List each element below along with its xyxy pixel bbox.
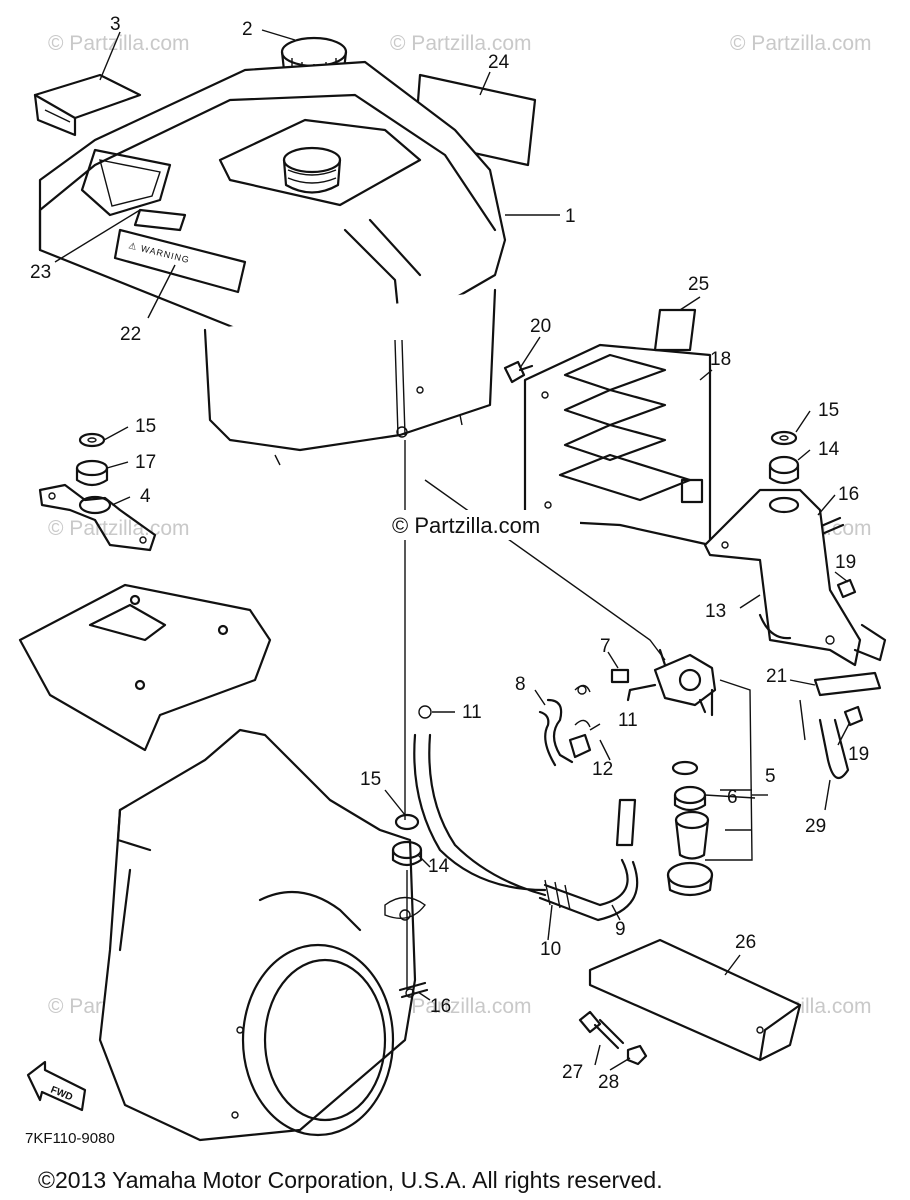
watermark-top-center: © Partzilla.com (390, 32, 532, 55)
callout-14-right[interactable]: 14 (818, 439, 840, 460)
callout-15-left[interactable]: 15 (135, 416, 156, 437)
callout-10[interactable]: 10 (540, 939, 561, 960)
watermark-top-right: © Partzilla.com (730, 32, 872, 55)
callout-22[interactable]: 22 (120, 324, 141, 345)
part-9-hose[interactable] (538, 798, 639, 922)
callout-29[interactable]: 29 (805, 816, 826, 837)
watermark-bottom-center: © Partzilla.com (390, 995, 532, 1018)
callout-28[interactable]: 28 (598, 1072, 619, 1093)
part-17-damper[interactable] (75, 459, 109, 487)
callout-1[interactable]: 1 (565, 206, 576, 227)
callout-8[interactable]: 8 (515, 674, 526, 695)
part-5-fuel-cock[interactable] (424, 479, 753, 861)
part-10-hose[interactable] (413, 733, 571, 911)
part-11-clamp-a[interactable] (574, 684, 591, 695)
callout-27[interactable]: 27 (562, 1062, 583, 1083)
watermark-top-left: © Partzilla.com (48, 32, 190, 55)
part-19-bolt-lower[interactable] (843, 705, 864, 727)
part-3-cover-plate[interactable] (33, 73, 142, 137)
callout-12[interactable]: 12 (592, 759, 613, 780)
callout-25[interactable]: 25 (688, 274, 709, 295)
callout-15-center[interactable]: 15 (360, 769, 381, 790)
callout-19-upper[interactable]: 19 (835, 552, 856, 573)
center-watermark: © Partzilla.com (392, 513, 540, 538)
part-7-screw[interactable] (610, 668, 630, 684)
part-13-bracket[interactable] (703, 488, 887, 667)
callout-7[interactable]: 7 (600, 636, 611, 657)
callout-9[interactable]: 9 (615, 919, 626, 940)
diagram-code: 7KF110-9080 (25, 1130, 115, 1147)
callout-3[interactable]: 3 (110, 14, 121, 35)
part-20-bolt[interactable] (503, 360, 534, 384)
callout-16-right[interactable]: 16 (838, 484, 859, 505)
part-15-washer-left[interactable] (78, 432, 106, 448)
copyright-notice: ©2013 Yamaha Motor Corporation, U.S.A. A… (38, 1167, 663, 1193)
part-12-clamp[interactable] (574, 719, 591, 728)
callout-5[interactable]: 5 (765, 766, 776, 787)
watermark-mid-left: © Partzilla.com (48, 517, 190, 540)
part-14-damper-right[interactable] (768, 455, 800, 485)
callout-11-right[interactable]: 11 (618, 710, 638, 731)
callout-17[interactable]: 17 (135, 452, 156, 473)
callout-4[interactable]: 4 (140, 486, 151, 507)
part-25-label[interactable] (653, 308, 697, 352)
part-16-pin-lower[interactable] (398, 981, 429, 999)
callout-15-right[interactable]: 15 (818, 400, 839, 421)
callout-14-center[interactable]: 14 (428, 856, 450, 877)
part-8-hose[interactable] (538, 698, 592, 767)
part-6-filter[interactable] (666, 760, 714, 897)
center-watermark-bg (385, 510, 580, 540)
mount-centerline (404, 440, 408, 990)
callout-20[interactable]: 20 (530, 316, 551, 337)
callout-2[interactable]: 2 (242, 19, 253, 40)
callout-26[interactable]: 26 (735, 932, 756, 953)
callout-23[interactable]: 23 (30, 262, 51, 283)
part-11-clamp-b[interactable] (418, 705, 432, 719)
leader-lines (54, 29, 851, 1071)
air-shroud-upper[interactable] (18, 583, 272, 752)
callout-19-lower[interactable]: 19 (848, 744, 869, 765)
callout-13[interactable]: 13 (705, 601, 726, 622)
fwd-arrow-icon: FWD (26, 1060, 87, 1112)
part-15-washer-center[interactable] (394, 813, 420, 831)
callout-18[interactable]: 18 (710, 349, 731, 370)
part-4-bracket[interactable] (38, 483, 157, 552)
fan-housing[interactable] (98, 728, 426, 1142)
callout-6[interactable]: 6 (727, 787, 738, 808)
part-26-plate[interactable] (588, 938, 802, 1062)
part-15-washer-right[interactable] (770, 430, 798, 446)
part-1-fuel-tank[interactable]: ⚠ WARNING (38, 60, 507, 466)
part-28-nut[interactable] (626, 1044, 648, 1066)
part-14-damper-center[interactable] (391, 840, 423, 867)
callout-16-lower[interactable]: 16 (430, 996, 451, 1017)
callout-21[interactable]: 21 (766, 666, 787, 687)
callout-24[interactable]: 24 (488, 52, 510, 73)
part-29-clip[interactable] (799, 699, 850, 780)
callouts: 3 2 24 1 23 22 20 25 18 15 17 4 15 14 16… (30, 14, 869, 1093)
part-19-bolt-upper[interactable] (836, 578, 857, 599)
part-21-strap[interactable] (813, 671, 882, 697)
part-27-bolt[interactable] (578, 1010, 625, 1050)
callout-11-left[interactable]: 11 (462, 702, 482, 723)
